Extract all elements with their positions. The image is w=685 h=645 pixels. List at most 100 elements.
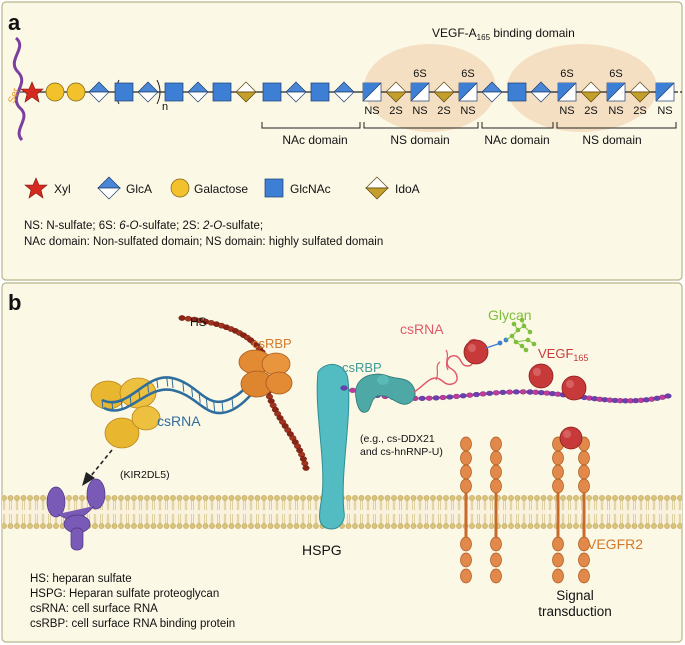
- hs-bead: [479, 391, 487, 397]
- lipid-head: [417, 523, 423, 529]
- lipid-head: [267, 495, 274, 501]
- lipid-head: [456, 523, 462, 529]
- base-pair: [182, 381, 185, 392]
- glca-diamond-icon: [333, 81, 355, 103]
- idoa-diamond-icon: [385, 81, 407, 103]
- lipid-head: [443, 495, 449, 501]
- lipid-head: [599, 523, 605, 529]
- lipid-head: [540, 495, 547, 501]
- receptor-domain: [460, 450, 472, 466]
- glcns-square-icon: [362, 82, 382, 102]
- lipid-head: [534, 495, 540, 501]
- receptor-domain: [490, 568, 502, 584]
- receptor-domain: [578, 478, 590, 494]
- vegf165-ligand: [528, 363, 554, 389]
- lipid-head: [287, 523, 293, 529]
- receptor-domain: [552, 450, 564, 466]
- glycan-node: [497, 340, 503, 346]
- base-pair: [111, 402, 114, 412]
- lipid-head: [638, 523, 644, 529]
- csrbp-example-line-2: and cs-hnRNP-U): [360, 446, 443, 458]
- legend-label-idoa: IdoA: [395, 182, 420, 196]
- sulfate-2s-label: 2S: [633, 105, 646, 117]
- vegfr2-label: VEGFR2: [587, 536, 643, 552]
- csrna-top-label: csRNA: [400, 321, 444, 337]
- sulfate-ns-label: NS: [608, 105, 623, 117]
- lipid-head: [215, 495, 222, 501]
- lipid-head: [430, 495, 436, 501]
- lipid-head: [40, 523, 46, 529]
- diamond-gold-icon: [365, 176, 389, 200]
- lipid-head: [345, 523, 352, 529]
- lipid-head: [618, 523, 625, 529]
- receptor-domain: [460, 552, 472, 568]
- hs-bead: [302, 465, 310, 471]
- lipid-head: [358, 523, 365, 529]
- hs-bead: [432, 395, 440, 401]
- glycan-tree: [485, 317, 537, 353]
- glca-diamond-icon: [530, 81, 552, 103]
- lipid-head: [651, 495, 657, 501]
- domain-bracket: [556, 122, 677, 129]
- lipid-head: [475, 523, 482, 529]
- galactose-circle-icon: [45, 82, 65, 102]
- lipid-head: [72, 495, 79, 501]
- lipid-head: [137, 495, 144, 501]
- lipid-head: [482, 495, 488, 501]
- sulfate-ns-label: NS: [460, 105, 475, 117]
- lipid-head: [345, 495, 352, 501]
- lipid-head: [183, 495, 189, 501]
- lipid-head: [508, 495, 514, 501]
- lipid-head: [235, 495, 241, 501]
- abbreviation-note-sulfates: NS: N-sulfate; 6S: 6-O-sulfate; 2S: 2-O-…: [24, 220, 263, 232]
- ser-protein-chain: [12, 36, 26, 142]
- lipid-head: [196, 523, 202, 529]
- receptor-domain: [490, 436, 502, 452]
- lipid-head: [592, 523, 599, 529]
- lipid-head: [150, 523, 157, 529]
- abbreviation-csrna: csRNA: cell surface RNA: [30, 603, 158, 615]
- csrbp-left-label: csRBP: [252, 336, 292, 351]
- glca-diamond-icon: [481, 81, 503, 103]
- lipid-head: [163, 523, 170, 529]
- glca-diamond-icon: [285, 81, 307, 103]
- lipid-head: [404, 495, 410, 501]
- lipid-head: [573, 523, 579, 529]
- base-pair: [171, 377, 174, 389]
- lipid-head: [644, 523, 651, 529]
- lipid-head: [241, 495, 248, 501]
- lipid-head: [410, 523, 417, 529]
- abbreviation-note-domains: NAc domain: Non-sulfated domain; NS doma…: [24, 236, 383, 248]
- receptor-domain: [490, 464, 502, 480]
- lipid-head: [397, 495, 404, 501]
- lipid-head: [365, 495, 371, 501]
- vegfr2-receptor: [460, 436, 502, 584]
- lipid-head: [254, 495, 261, 501]
- sulfate-6s-label: 6S: [609, 68, 622, 80]
- csrbp-orange-protein: [238, 349, 293, 398]
- lipid-head: [527, 495, 534, 501]
- abbreviation-hs: HS: heparan sulfate: [30, 573, 132, 585]
- legend-label-xyl: Xyl: [54, 182, 71, 196]
- lipid-head: [612, 523, 618, 529]
- receptor-domain: [490, 536, 502, 552]
- abbreviation-hspg: HSPG: Heparan sulfate proteoglycan: [30, 588, 219, 600]
- lipid-head: [573, 495, 579, 501]
- lipid-head: [183, 523, 189, 529]
- square-icon: [264, 178, 284, 198]
- lipid-head: [176, 495, 183, 501]
- glcns6s-square-icon: [557, 82, 577, 102]
- idoa-diamond-icon: [235, 81, 257, 103]
- hs-bead: [499, 389, 507, 395]
- glcnac-square-icon: [262, 82, 282, 102]
- lipid-head: [670, 523, 677, 529]
- lipid-head: [280, 523, 287, 529]
- domain-label: NAc domain: [484, 133, 549, 147]
- lipid-head: [501, 523, 508, 529]
- purple-receptor: [46, 478, 106, 551]
- lipid-head: [2, 495, 7, 501]
- lipid-head: [222, 523, 228, 529]
- lipid-head: [105, 495, 111, 501]
- base-pair: [129, 395, 132, 405]
- lipid-head: [365, 523, 371, 529]
